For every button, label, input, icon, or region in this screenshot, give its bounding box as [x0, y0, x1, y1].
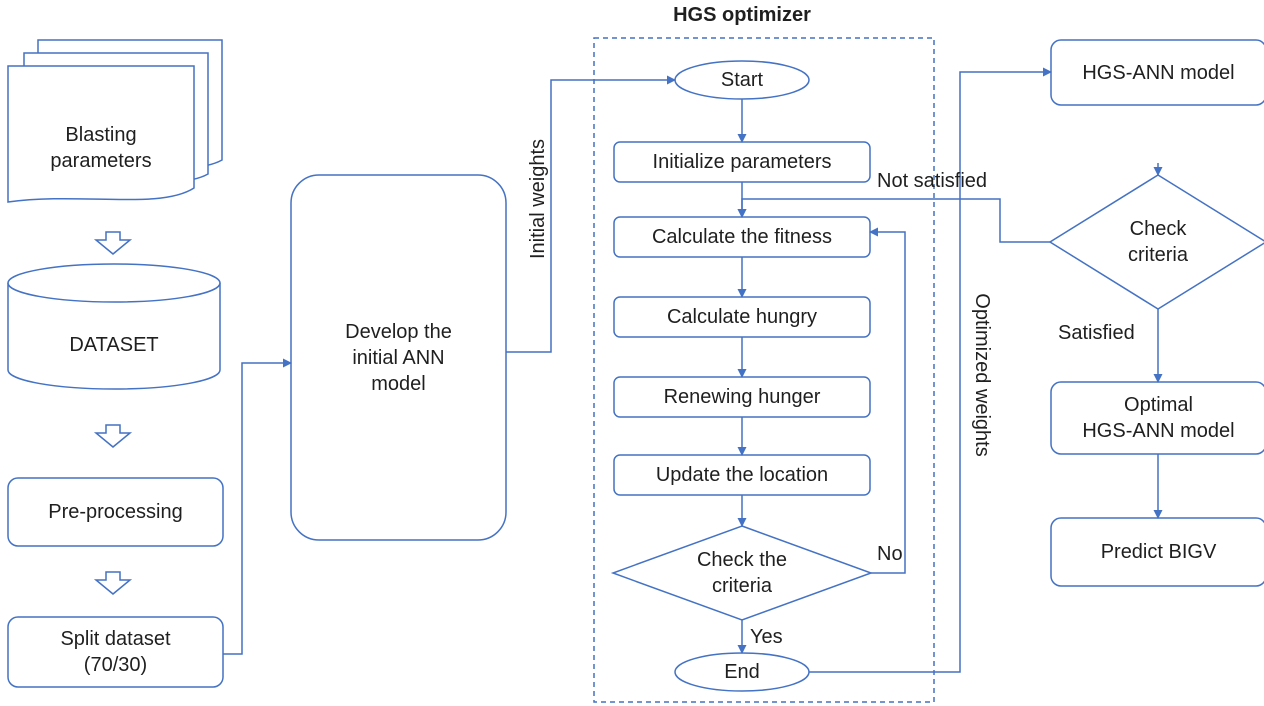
satisfied-label: Satisfied [1058, 322, 1135, 344]
blasting-parameters-document-stack [7, 39, 223, 203]
end-label: End [724, 661, 760, 683]
renewing-hunger-label: Renewing hunger [663, 386, 821, 408]
preprocessing-label: Pre-processing [48, 501, 183, 523]
split-dataset-box [7, 616, 224, 688]
initialize-parameters-label: Initialize parameters [652, 151, 832, 173]
yes-label: Yes [750, 626, 783, 648]
hgs-ann-model-label: HGS-ANN model [1082, 61, 1235, 84]
start-label: Start [720, 69, 764, 91]
end-to-hgs-ann-connector [809, 67, 1052, 673]
no-loop-connector [869, 227, 906, 574]
update-location-label: Update the location [655, 464, 829, 486]
optimal-model-label: Optimal HGS-ANN model [1082, 394, 1235, 442]
optimized-weights-label: Optimized weights [971, 293, 994, 457]
dataset-cylinder [7, 263, 221, 390]
calculate-fitness-label: Calculate the fitness [651, 226, 833, 248]
blasting-parameters-label: Blasting parameters [50, 124, 152, 172]
check-criteria-right-label: Check criteria [1127, 218, 1188, 266]
not-satisfied-label: Not satisfied [877, 170, 988, 192]
dataset-label: DATASET [69, 334, 159, 356]
calculate-hungry-label: Calculate hungry [666, 306, 818, 328]
hollow-arrow-2 [93, 424, 133, 448]
develop-ann-box [290, 174, 507, 541]
hollow-arrow-1 [93, 231, 133, 255]
hgs-optimizer-boundary [593, 37, 935, 703]
develop-ann-label: Develop the initial ANN model [345, 320, 452, 395]
hollow-arrow-3 [93, 571, 133, 595]
develop-to-start-connector [506, 75, 676, 353]
initial-weights-label: Initial weights [526, 138, 549, 260]
hgs-optimizer-title: HGS optimizer [673, 4, 811, 26]
no-label: No [877, 543, 903, 565]
split-to-develop-connector [223, 358, 292, 655]
split-dataset-label: Split dataset (70/30) [60, 628, 171, 676]
check-criteria-label: Check the criteria [696, 549, 788, 597]
not-satisfied-connector [737, 198, 1050, 243]
predict-bigv-label: Predict BIGV [1100, 541, 1217, 563]
preprocessing-box [7, 477, 224, 547]
